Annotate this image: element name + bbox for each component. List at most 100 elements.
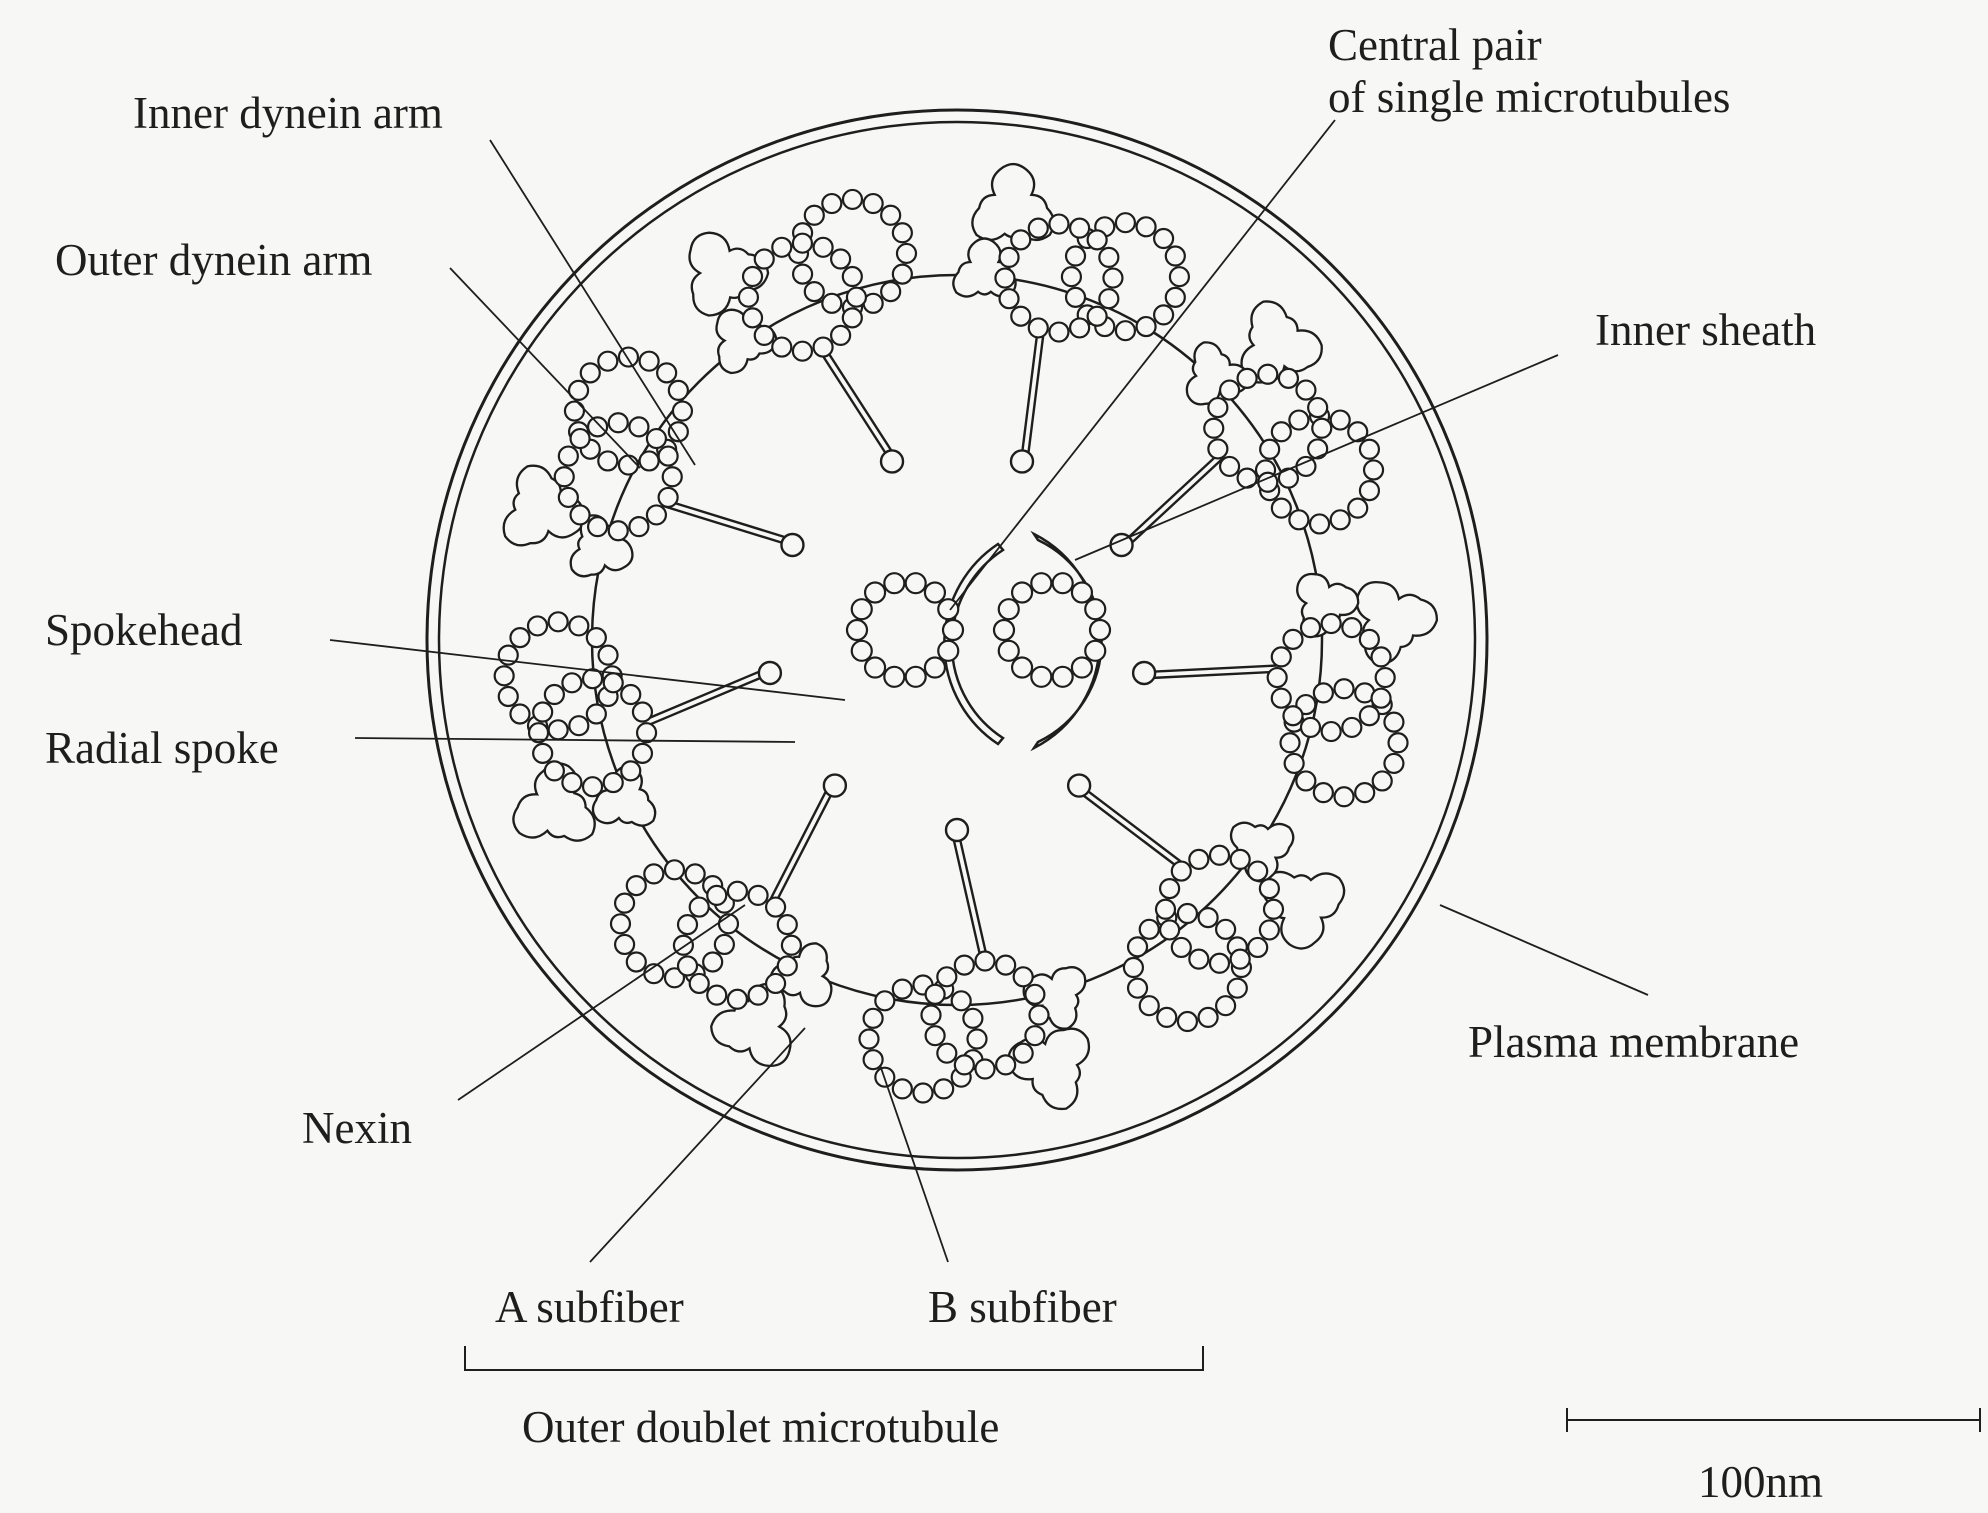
protofilament	[1210, 846, 1229, 865]
outer-doublet-3	[1133, 574, 1437, 806]
protofilament	[1268, 668, 1287, 687]
outer-doublet-5	[860, 819, 1089, 1109]
protofilament	[1029, 219, 1048, 238]
protofilament	[583, 777, 602, 796]
protofilament	[1049, 323, 1068, 342]
protofilament	[1312, 419, 1331, 438]
radial-spoke	[644, 678, 760, 727]
protofilament	[1360, 630, 1379, 649]
protofilament	[581, 363, 600, 382]
protofilament	[743, 267, 762, 286]
protofilament	[528, 616, 547, 635]
protofilament	[805, 282, 824, 301]
protofilament	[1264, 900, 1283, 919]
outer-doublet-bracket	[465, 1346, 1203, 1370]
protofilament	[1099, 248, 1118, 267]
protofilament	[1248, 938, 1267, 957]
protofilament	[994, 620, 1014, 640]
protofilament	[937, 967, 956, 986]
label-spokehead: Spokehead	[45, 605, 242, 655]
protofilament	[1335, 679, 1354, 698]
protofilament	[647, 429, 666, 448]
protofilament	[864, 1009, 883, 1028]
protofilament	[1373, 771, 1392, 790]
protofilament	[599, 646, 618, 665]
spokehead	[1068, 775, 1090, 797]
protofilament	[1314, 683, 1333, 702]
protofilament	[1322, 614, 1341, 633]
protofilament	[1014, 967, 1033, 986]
protofilament	[1025, 985, 1044, 1004]
protofilament	[627, 876, 646, 895]
a-subfiber	[922, 952, 1049, 1079]
protofilament	[778, 956, 797, 975]
protofilament	[1220, 457, 1239, 476]
protofilament	[678, 956, 697, 975]
protofilament	[1376, 668, 1395, 687]
protofilament	[588, 517, 607, 536]
microtubule-structures	[495, 164, 1437, 1109]
protofilament	[728, 882, 747, 901]
protofilament	[925, 658, 945, 678]
a-subfiber	[1268, 614, 1395, 741]
protofilament	[1364, 460, 1383, 479]
protofilament	[814, 238, 833, 257]
protofilament	[1012, 658, 1032, 678]
protofilament	[1085, 641, 1105, 661]
protofilament	[1372, 689, 1391, 708]
radial-spoke	[1153, 672, 1279, 678]
protofilament	[1189, 850, 1208, 869]
protofilament	[1301, 718, 1320, 737]
protofilament	[1342, 618, 1361, 637]
protofilament	[772, 338, 791, 357]
protofilament	[1360, 706, 1379, 725]
protofilament	[793, 342, 812, 361]
protofilament	[1160, 879, 1179, 898]
protofilament	[665, 860, 684, 879]
protofilament	[1170, 267, 1189, 286]
protofilament	[1389, 733, 1408, 752]
protofilament	[510, 628, 529, 647]
protofilament	[549, 612, 568, 631]
protofilament	[640, 352, 659, 371]
protofilament	[782, 936, 801, 955]
protofilament	[906, 667, 926, 687]
protofilament	[633, 703, 652, 722]
protofilament	[976, 1060, 995, 1079]
protofilament	[1166, 288, 1185, 307]
protofilament	[1160, 920, 1179, 939]
leader-radial-spoke	[355, 738, 795, 742]
protofilament	[1220, 381, 1239, 400]
protofilament	[598, 451, 617, 470]
protofilament	[1331, 510, 1350, 529]
protofilament	[881, 282, 900, 301]
protofilament	[1166, 247, 1185, 266]
protofilament	[996, 956, 1015, 975]
protofilament	[1231, 950, 1250, 969]
protofilament	[1030, 1006, 1049, 1025]
protofilament	[1000, 289, 1019, 308]
protofilament	[755, 326, 774, 345]
protofilament	[1204, 419, 1223, 438]
leader-a-subfiber	[590, 1028, 805, 1262]
radial-spoke	[773, 795, 831, 907]
protofilament	[943, 620, 963, 640]
protofilament	[1049, 215, 1068, 234]
label-inner-dynein-arm: Inner dynein arm	[133, 88, 443, 138]
protofilament	[999, 641, 1019, 661]
protofilament	[728, 990, 747, 1009]
protofilament	[559, 488, 578, 507]
protofilament	[822, 294, 841, 313]
protofilament	[906, 573, 926, 593]
protofilament	[1088, 307, 1107, 326]
protofilament	[925, 582, 945, 602]
protofilament	[1116, 213, 1135, 232]
radial-spoke	[662, 506, 783, 543]
protofilament	[1285, 754, 1304, 773]
protofilament	[565, 402, 584, 421]
protofilament	[1308, 439, 1327, 458]
protofilament	[1178, 904, 1197, 923]
outer-doublet-1	[953, 164, 1189, 472]
outer-doublet-4	[1068, 775, 1344, 1031]
protofilament	[814, 338, 833, 357]
